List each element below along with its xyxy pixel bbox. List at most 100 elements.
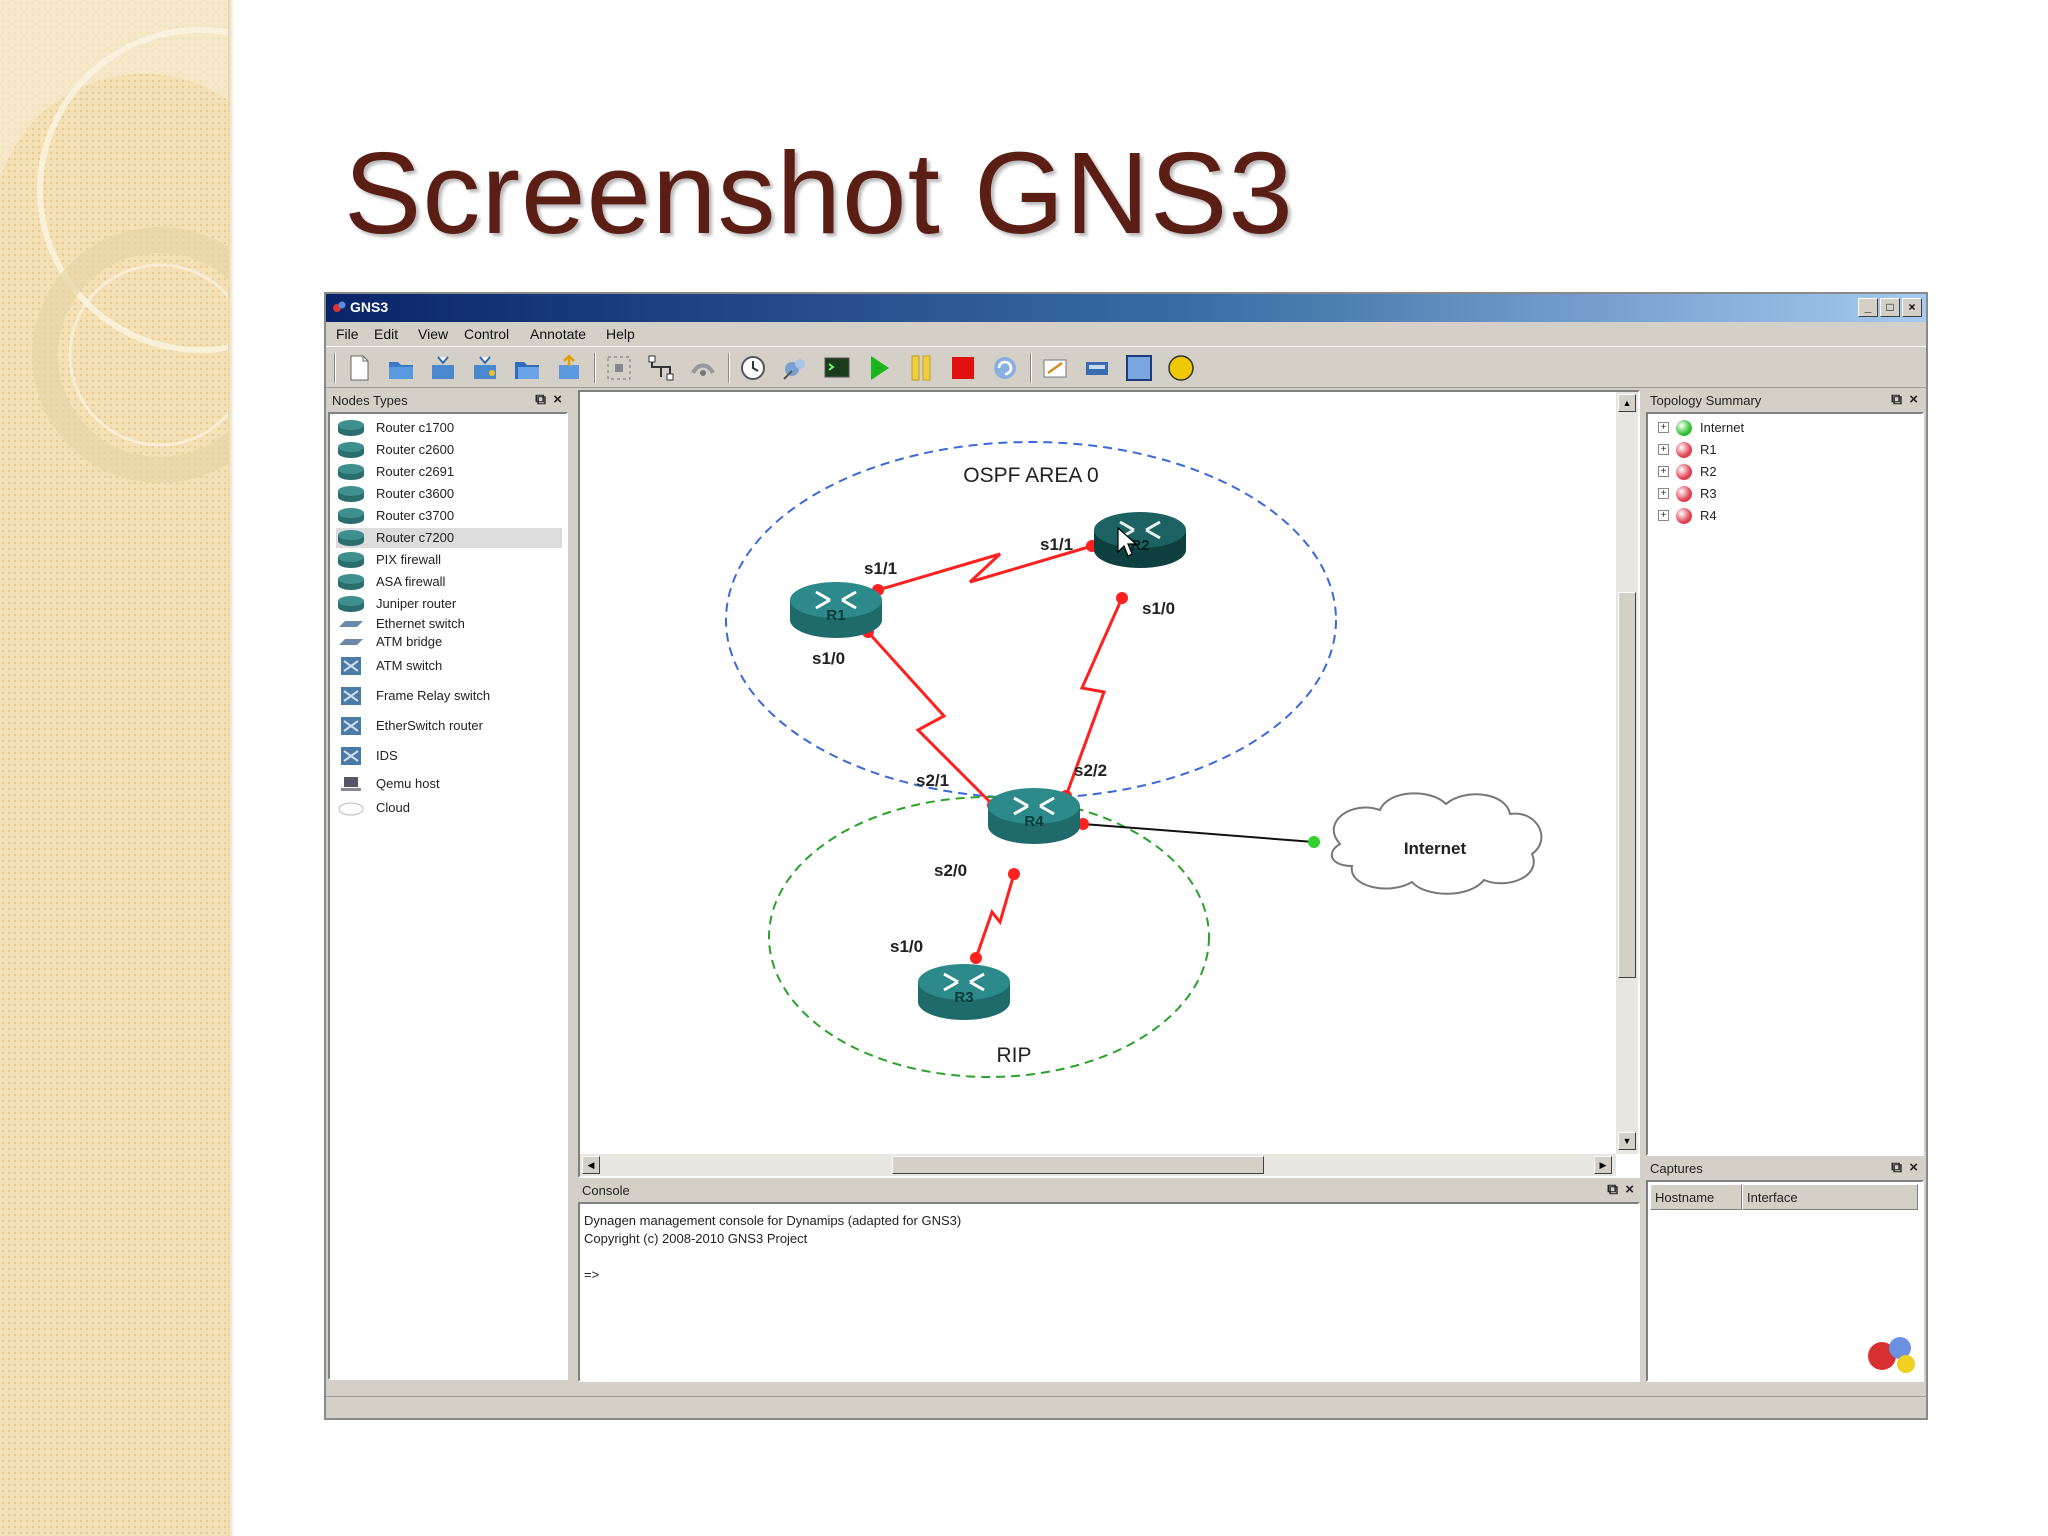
menu-view[interactable]: View bbox=[418, 326, 449, 342]
topology-canvas[interactable]: R1 R2 R4 R3 In bbox=[578, 390, 1640, 1178]
menu-file[interactable]: File bbox=[336, 326, 359, 342]
node-type-item[interactable]: ATM bridge bbox=[336, 632, 562, 652]
ospf-area-ellipse[interactable] bbox=[725, 441, 1337, 799]
expand-icon[interactable]: + bbox=[1658, 466, 1669, 477]
node-type-item[interactable]: Router c3600 bbox=[336, 484, 562, 504]
cloud-icon bbox=[336, 799, 366, 817]
scroll-down-button[interactable]: ▼ bbox=[1618, 1132, 1636, 1150]
scroll-left-button[interactable]: ◀ bbox=[582, 1156, 600, 1174]
canvas-horizontal-scrollbar[interactable]: ◀ ▶ bbox=[580, 1154, 1616, 1176]
router-r1-label: R1 bbox=[826, 607, 845, 624]
close-window-button[interactable]: × bbox=[1902, 298, 1922, 317]
stop-icon[interactable] bbox=[948, 353, 978, 383]
gns3-logo bbox=[1868, 1337, 1915, 1373]
ellipse-icon[interactable] bbox=[1166, 353, 1196, 383]
menu-control[interactable]: Control bbox=[464, 326, 510, 342]
node-type-item[interactable]: IDS bbox=[336, 746, 562, 766]
menu-edit[interactable]: Edit bbox=[374, 326, 399, 342]
float-panel-button[interactable]: ⧉ bbox=[1607, 1181, 1618, 1198]
new-file-icon[interactable] bbox=[344, 353, 374, 383]
close-panel-button[interactable]: × bbox=[553, 391, 562, 408]
node-type-item[interactable]: Cloud bbox=[336, 798, 562, 818]
reload-icon[interactable] bbox=[990, 353, 1020, 383]
router-r2[interactable]: R2 bbox=[1094, 512, 1186, 568]
rectangle-icon[interactable] bbox=[1124, 353, 1154, 383]
node-type-item[interactable]: Frame Relay switch bbox=[336, 686, 562, 706]
node-type-item[interactable]: Qemu host bbox=[336, 774, 562, 794]
expand-icon[interactable]: + bbox=[1658, 422, 1669, 433]
save-as-icon[interactable] bbox=[470, 353, 500, 383]
interface-label: s1/0 bbox=[1142, 599, 1175, 618]
open-project-icon[interactable] bbox=[512, 353, 542, 383]
link-icon[interactable] bbox=[646, 353, 676, 383]
menu-annotate[interactable]: Annotate bbox=[530, 326, 587, 342]
horizontal-scroll-thumb[interactable] bbox=[892, 1156, 1264, 1174]
rip-area-ellipse[interactable] bbox=[768, 796, 1210, 1078]
node-type-item[interactable]: Router c3700 bbox=[336, 506, 562, 526]
internet-cloud[interactable]: Internet bbox=[1330, 792, 1543, 895]
node-type-item[interactable]: ASA firewall bbox=[336, 572, 562, 592]
start-icon[interactable] bbox=[864, 353, 894, 383]
interface-label: s2/0 bbox=[934, 861, 967, 880]
router-r3[interactable]: R3 bbox=[918, 964, 1010, 1020]
captures-panel-title: Captures bbox=[1650, 1161, 1703, 1176]
captures-column-interface[interactable]: Interface bbox=[1742, 1184, 1918, 1210]
minimize-button[interactable]: _ bbox=[1858, 298, 1878, 317]
router-r4[interactable]: R4 bbox=[988, 788, 1080, 844]
link-r4-internet[interactable] bbox=[1082, 823, 1315, 843]
float-panel-button[interactable]: ⧉ bbox=[1891, 391, 1902, 408]
node-type-item[interactable]: Ethernet switch bbox=[336, 614, 562, 634]
float-panel-button[interactable]: ⧉ bbox=[535, 391, 546, 408]
router-r1[interactable]: R1 bbox=[790, 582, 882, 638]
close-panel-button[interactable]: × bbox=[1909, 1159, 1918, 1176]
link-r4-r3[interactable] bbox=[974, 873, 1016, 959]
maximize-button[interactable]: □ bbox=[1880, 298, 1900, 317]
link-r1-r4[interactable] bbox=[866, 630, 995, 807]
status-red-icon bbox=[1676, 486, 1692, 502]
canvas-vertical-scrollbar[interactable]: ▲ ▼ bbox=[1616, 392, 1638, 1154]
decorative-strip-edge bbox=[228, 0, 234, 1536]
console-icon[interactable] bbox=[822, 353, 852, 383]
close-panel-button[interactable]: × bbox=[1625, 1181, 1634, 1198]
expand-icon[interactable]: + bbox=[1658, 510, 1669, 521]
node-type-item[interactable]: EtherSwitch router bbox=[336, 716, 562, 736]
expand-icon[interactable]: + bbox=[1658, 444, 1669, 455]
console-output[interactable]: Dynagen management console for Dynamips … bbox=[578, 1202, 1640, 1382]
topology-summary-title: Topology Summary bbox=[1650, 393, 1762, 408]
interface-label: s1/0 bbox=[812, 649, 845, 668]
clock-icon[interactable] bbox=[738, 353, 768, 383]
menu-help[interactable]: Help bbox=[606, 326, 635, 342]
node-type-item[interactable]: Juniper router bbox=[336, 594, 562, 614]
node-type-item[interactable]: Router c1700 bbox=[336, 418, 562, 438]
bridge-icon bbox=[336, 633, 366, 651]
capture-icon[interactable] bbox=[688, 353, 718, 383]
toolbar-separator bbox=[594, 353, 596, 383]
scroll-right-button[interactable]: ▶ bbox=[1594, 1156, 1612, 1174]
node-type-item[interactable]: ATM switch bbox=[336, 656, 562, 676]
close-panel-button[interactable]: × bbox=[1909, 391, 1918, 408]
export-icon[interactable] bbox=[554, 353, 584, 383]
node-type-item[interactable]: Router c7200 bbox=[336, 528, 562, 548]
node-type-item[interactable]: PIX firewall bbox=[336, 550, 562, 570]
link-r1-r2[interactable] bbox=[877, 544, 1093, 592]
node-type-item[interactable]: Router c2600 bbox=[336, 440, 562, 460]
vertical-scroll-thumb[interactable] bbox=[1618, 592, 1636, 978]
captures-panel-header: Captures ⧉ × bbox=[1646, 1158, 1924, 1180]
node-type-item[interactable]: Router c2691 bbox=[336, 462, 562, 482]
node-type-label: PIX firewall bbox=[376, 552, 442, 567]
link-r2-r4[interactable] bbox=[1064, 597, 1124, 797]
note-icon[interactable] bbox=[1040, 353, 1070, 383]
node-type-label: ASA firewall bbox=[376, 574, 446, 589]
pause-icon[interactable] bbox=[906, 353, 936, 383]
ospf-area-label: OSPF AREA 0 bbox=[963, 464, 1098, 487]
snapshot-icon[interactable] bbox=[604, 353, 634, 383]
scroll-up-button[interactable]: ▲ bbox=[1618, 394, 1636, 412]
picture-icon[interactable] bbox=[1082, 353, 1112, 383]
expand-icon[interactable]: + bbox=[1658, 488, 1669, 499]
float-panel-button[interactable]: ⧉ bbox=[1891, 1159, 1902, 1176]
status-bar bbox=[326, 1396, 1926, 1418]
save-icon[interactable] bbox=[428, 353, 458, 383]
idle-pc-icon[interactable] bbox=[780, 353, 810, 383]
open-folder-icon[interactable] bbox=[386, 353, 416, 383]
captures-column-hostname[interactable]: Hostname bbox=[1650, 1184, 1742, 1210]
